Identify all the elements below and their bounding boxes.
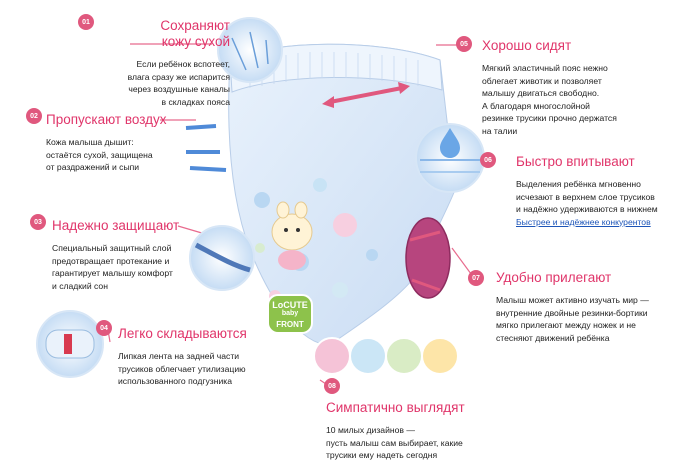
desc-line: Малыш может активно изучать мир — bbox=[496, 295, 649, 305]
desc-line: влага сразу же испарится bbox=[127, 71, 230, 82]
desc-line: Выделения ребёнка мгновенно bbox=[516, 179, 641, 189]
desc-line: гарантирует малышу комфорт bbox=[52, 268, 173, 278]
desc-line: малышу двигаться свободно. bbox=[482, 88, 600, 98]
desc-line: и сладкий сон bbox=[52, 280, 108, 291]
feature-good-fit: Хорошо сидят Мягкий эластичный пояс нежн… bbox=[482, 38, 632, 137]
feature-snug-fit: Удобно прилегают Малыш может активно изу… bbox=[496, 270, 676, 344]
badge-04: 04 bbox=[96, 320, 112, 336]
feature-desc: Если ребёнок вспотеет, влага сразу же ис… bbox=[80, 58, 230, 108]
desc-line: Мягкий эластичный пояс нежно bbox=[482, 63, 608, 73]
waist-stretch-arrow bbox=[322, 82, 410, 108]
desc-line: остаётся сухой, защищена bbox=[46, 149, 153, 160]
badge-02: 02 bbox=[26, 108, 42, 124]
zoom-bubble-protection bbox=[189, 225, 255, 291]
badge-01: 01 bbox=[78, 14, 94, 30]
feature-desc: Малыш может активно изучать мир — внутре… bbox=[496, 294, 676, 344]
desc-line: предотвращает протекание и bbox=[52, 255, 170, 266]
desc-line: внутренние двойные резинки-бортики bbox=[496, 307, 648, 318]
feature-desc: Липкая лента на задней части трусиков об… bbox=[118, 350, 268, 388]
feature-desc: Выделения ребёнка мгновенно исчезают в в… bbox=[516, 178, 676, 228]
feature-title: Сохраняют кожу сухой bbox=[80, 18, 230, 50]
desc-line: от раздражений и сыпи bbox=[46, 162, 140, 172]
feature-title: Удобно прилегают bbox=[496, 270, 612, 285]
brand-logo: LoCUTE baby FRONT bbox=[270, 300, 310, 329]
badge-03: 03 bbox=[30, 214, 46, 230]
feature-title: Симпатично выглядят bbox=[326, 400, 465, 415]
feature-title: Хорошо сидят bbox=[482, 38, 572, 53]
desc-line: облегает животик и позволяет bbox=[482, 75, 602, 86]
desc-line: исчезают в верхнем слое трусиков bbox=[516, 191, 655, 202]
desc-line: трусики ему надеть сегодня bbox=[326, 450, 438, 460]
feature-title-line: Сохраняют bbox=[160, 18, 230, 33]
desc-line: на талии bbox=[482, 125, 518, 136]
zoom-bubble-rolled bbox=[36, 310, 104, 378]
desc-line: в складках пояса bbox=[161, 96, 231, 107]
desc-line: Специальный защитный слой bbox=[52, 243, 172, 253]
feature-title-line: кожу сухой bbox=[161, 34, 230, 49]
feature-desc: Кожа малыша дышит: остаётся сухой, защищ… bbox=[46, 136, 176, 174]
feature-desc: 10 милых дизайнов — пусть малыш сам выби… bbox=[326, 424, 496, 462]
feature-desc: Мягкий эластичный пояс нежно облегает жи… bbox=[482, 62, 632, 137]
brand-plate bbox=[267, 294, 313, 334]
desc-line: трусиков облегчает утилизацию bbox=[118, 363, 246, 374]
front-label: FRONT bbox=[276, 320, 304, 329]
desc-line: Липкая лента на задней части bbox=[118, 351, 240, 361]
desc-line: А благодаря многослойной bbox=[482, 100, 590, 111]
feature-title: Легко складываются bbox=[118, 326, 247, 341]
feature-easy-fold: Легко складываются Липкая лента на задне… bbox=[118, 326, 268, 388]
feature-cute-design: Симпатично выглядят 10 милых дизайнов — … bbox=[326, 400, 496, 462]
feature-title: Быстро впитывают bbox=[516, 154, 635, 169]
feature-title: Надежно защищают bbox=[52, 218, 180, 233]
feature-breathable: Пропускают воздух Кожа малыша дышит: ост… bbox=[46, 112, 176, 174]
design-swatches bbox=[313, 337, 459, 375]
desc-line: Если ребёнок вспотеет, bbox=[136, 59, 230, 69]
desc-line: использованного подгузника bbox=[118, 376, 232, 386]
badge-07: 07 bbox=[468, 270, 484, 286]
badge-05: 05 bbox=[456, 36, 472, 52]
badge-06: 06 bbox=[480, 152, 496, 168]
feature-keep-dry: Сохраняют кожу сухой Если ребёнок вспоте… bbox=[80, 18, 230, 108]
zoom-bubble-channels bbox=[217, 17, 283, 83]
feature-desc: Специальный защитный слой предотвращает … bbox=[52, 242, 192, 292]
desc-line: через воздушные каналы bbox=[128, 84, 230, 94]
desc-line: и надёжно удерживаются в нижнем bbox=[516, 204, 658, 214]
leg-cuff bbox=[405, 217, 451, 299]
feature-protection: Надежно защищают Специальный защитный сл… bbox=[52, 218, 192, 292]
air-flow-arrows bbox=[185, 124, 227, 172]
desc-line: Кожа малыша дышит: bbox=[46, 137, 134, 147]
desc-line: пусть малыш сам выбирает, какие bbox=[326, 437, 463, 448]
brand-sub: baby bbox=[281, 310, 299, 317]
desc-line: 10 милых дизайнов — bbox=[326, 425, 415, 435]
badge-08: 08 bbox=[324, 378, 340, 394]
zoom-bubble-absorb bbox=[415, 123, 485, 193]
feature-title: Пропускают воздух bbox=[46, 112, 167, 127]
competitors-link[interactable]: Быстрее и надёжнее конкурентов bbox=[516, 216, 651, 227]
feature-fast-absorb: Быстро впитывают Выделения ребёнка мгнов… bbox=[516, 154, 676, 228]
brand-name: LoCUTE bbox=[272, 300, 308, 310]
desc-line: стесняют движений ребёнка bbox=[496, 332, 610, 343]
diaper-waistband bbox=[229, 43, 443, 93]
mascot-character bbox=[271, 201, 313, 270]
desc-line: мягко прилегают между ножек и не bbox=[496, 320, 636, 330]
desc-line: резинке трусики прочно держатся bbox=[482, 113, 617, 123]
